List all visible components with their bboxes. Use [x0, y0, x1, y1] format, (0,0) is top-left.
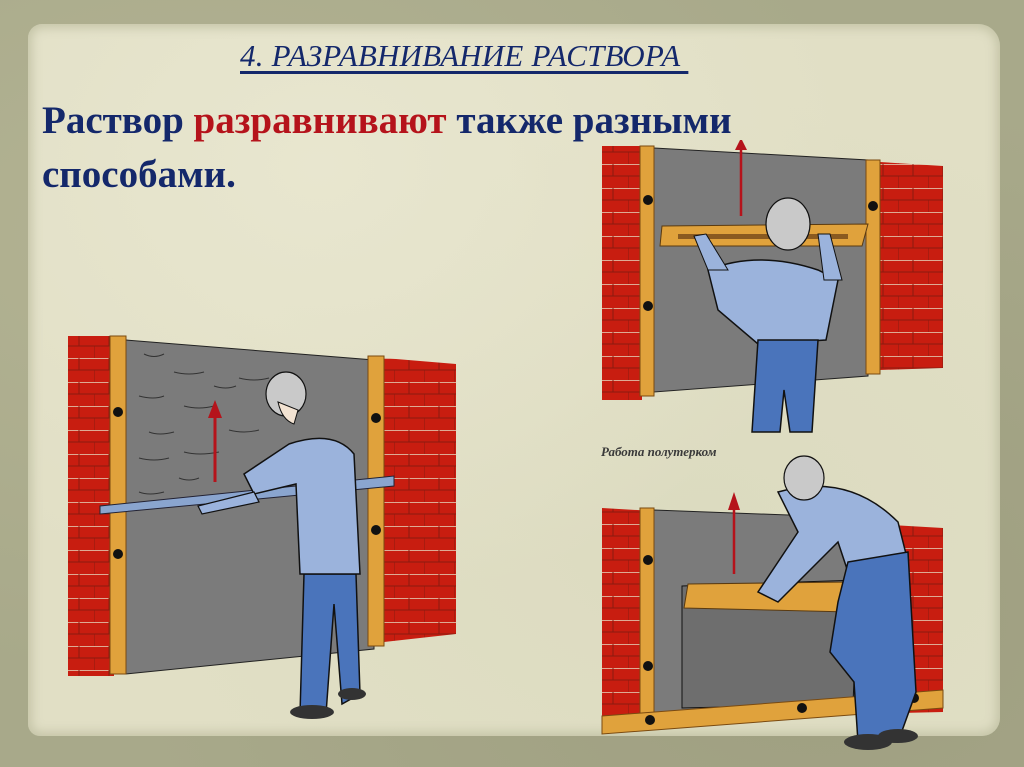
slide-body-text: Раствор разравнивают также разными спосо… [42, 94, 732, 202]
illustration-rule-leveling [64, 334, 464, 724]
body-line-2: способами. [42, 153, 236, 196]
worker-overhead-icon [602, 140, 943, 433]
image-caption: Работа полутерком [601, 444, 717, 459]
slide-title: 4. РАЗРАВНИВАНИЕ РАСТВОРА [240, 38, 689, 73]
illustration-overhead-float [598, 140, 948, 440]
highlight-word: разравнивают [193, 99, 447, 142]
body-word: Раствор [42, 99, 194, 142]
worker-rule-icon [68, 335, 456, 719]
illustration-half-float [598, 452, 948, 767]
body-line-1: Раствор разравнивают также разными [42, 94, 732, 148]
body-rest: также разными [446, 99, 732, 142]
worker-half-float-icon [601, 455, 944, 750]
